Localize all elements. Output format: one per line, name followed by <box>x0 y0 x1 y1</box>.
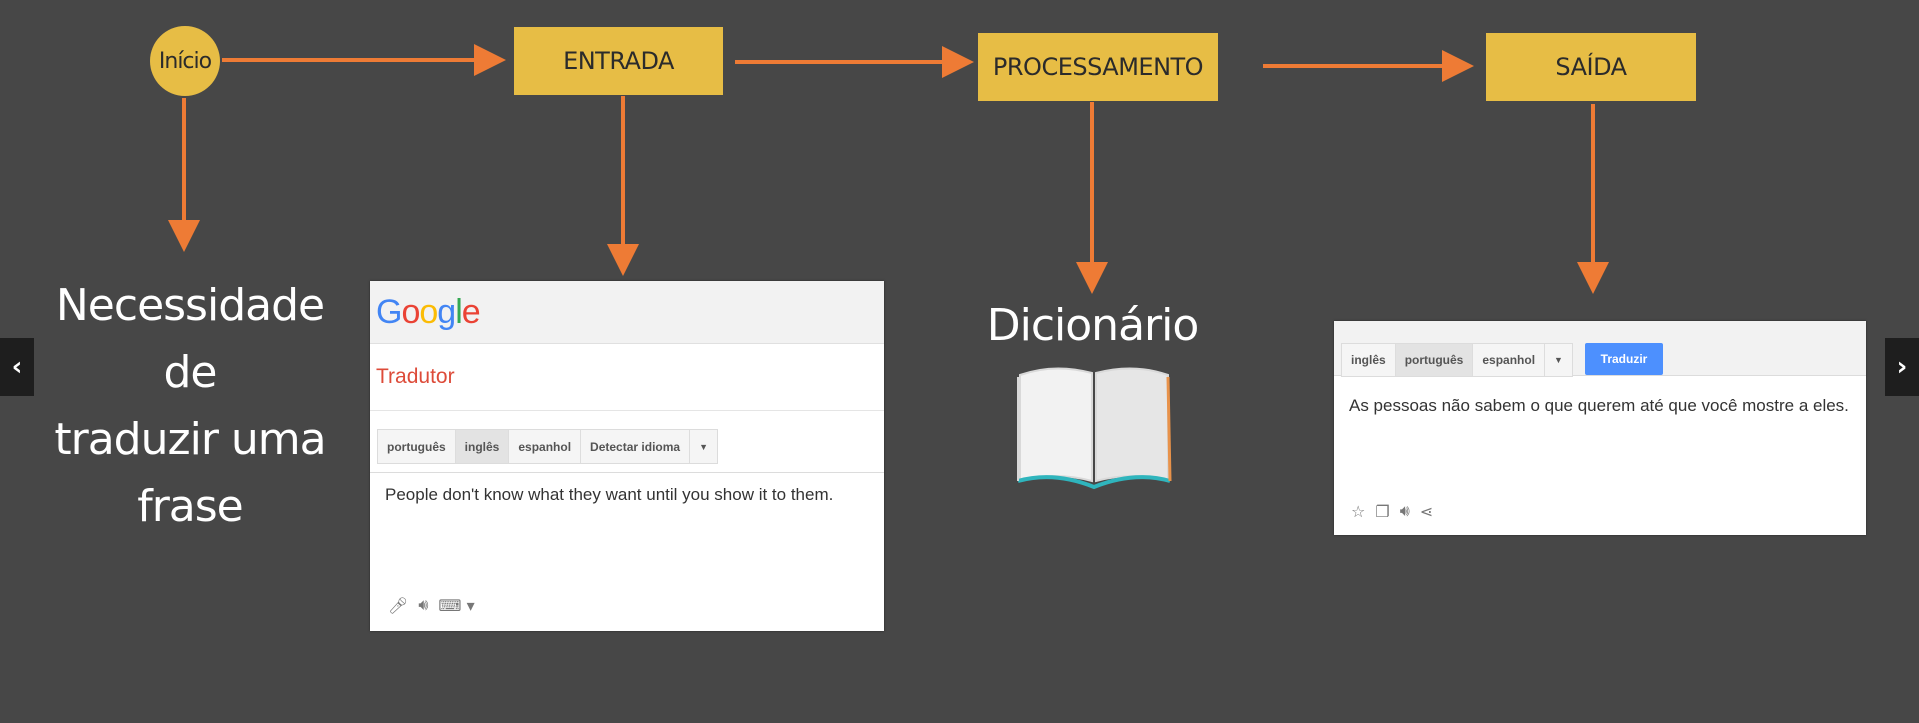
microphone-icon[interactable]: 🎤︎ <box>388 595 409 615</box>
chevron-down-icon[interactable]: ▼ <box>1554 355 1563 365</box>
tab-ingles[interactable]: inglês <box>455 430 510 463</box>
tab-ingles-output[interactable]: inglês <box>1342 344 1396 376</box>
translated-text: As pessoas não sabem o que querem até qu… <box>1349 396 1849 415</box>
output-translator-panel: inglês português espanhol ▼ Traduzir As … <box>1334 321 1866 535</box>
keyboard-icon[interactable]: ⌨ ▾ <box>438 595 475 615</box>
tab-portugues-output[interactable]: português <box>1395 344 1474 376</box>
chevron-right-icon: › <box>1896 352 1908 382</box>
source-language-tabs: português inglês espanhol Detectar idiom… <box>377 429 718 464</box>
entrada-label: ENTRADA <box>563 47 674 75</box>
processamento-box: PROCESSAMENTO <box>978 33 1218 101</box>
target-language-tabs: inglês português espanhol ▼ <box>1341 343 1573 377</box>
google-logo-letter: g <box>437 292 456 331</box>
tab-espanhol-output[interactable]: espanhol <box>1473 344 1546 376</box>
processamento-label: PROCESSAMENTO <box>992 53 1204 81</box>
google-header: Google <box>370 281 884 344</box>
translator-title: Tradutor <box>376 365 455 388</box>
need-line: traduzir uma <box>54 414 326 465</box>
google-logo-letter: l <box>455 292 463 331</box>
google-logo-letter: o <box>419 292 438 331</box>
chevron-down-icon[interactable]: ▼ <box>699 441 708 452</box>
saida-label: SAÍDA <box>1555 53 1627 81</box>
start-label: Início <box>158 48 212 74</box>
copy-icon[interactable]: ❐ <box>1375 501 1390 521</box>
tab-espanhol[interactable]: espanhol <box>509 430 582 463</box>
saida-box: SAÍDA <box>1486 33 1696 101</box>
entrada-box: ENTRADA <box>514 27 723 95</box>
google-logo-letter: e <box>461 292 481 331</box>
need-text: Necessidade de traduzir uma frase <box>30 272 350 540</box>
google-logo-letter: G <box>376 292 402 331</box>
share-icon[interactable]: ⋖ <box>1419 501 1434 521</box>
next-slide-button[interactable]: › <box>1885 338 1919 396</box>
chevron-left-icon: ‹ <box>11 352 23 382</box>
star-icon[interactable]: ☆ <box>1351 501 1366 521</box>
translate-button[interactable]: Traduzir <box>1585 343 1663 375</box>
input-translator-panel: Google Tradutor português inglês espanho… <box>370 281 884 631</box>
google-logo-letter: o <box>401 292 420 331</box>
google-logo: Google <box>376 292 481 332</box>
need-line: Necessidade de <box>55 280 325 398</box>
tab-detectar-idioma[interactable]: Detectar idioma <box>581 430 691 463</box>
open-book-icon <box>1017 367 1172 490</box>
need-line: frase <box>137 481 244 532</box>
previous-slide-button[interactable]: ‹ <box>0 338 34 396</box>
output-toolbar: ☆ ❐ 🔊︎ ⋖ <box>1351 501 1443 521</box>
speaker-icon[interactable]: 🔊︎ <box>418 595 429 614</box>
source-text[interactable]: People don't know what they want until y… <box>385 485 834 504</box>
start-node: Início <box>150 26 220 96</box>
dictionary-label: Dicionário <box>986 300 1200 351</box>
input-toolbar: 🎤︎ 🔊︎ ⌨ ▾ <box>388 595 485 615</box>
speaker-icon[interactable]: 🔊︎ <box>1399 501 1410 520</box>
tab-portugues[interactable]: português <box>378 430 456 463</box>
